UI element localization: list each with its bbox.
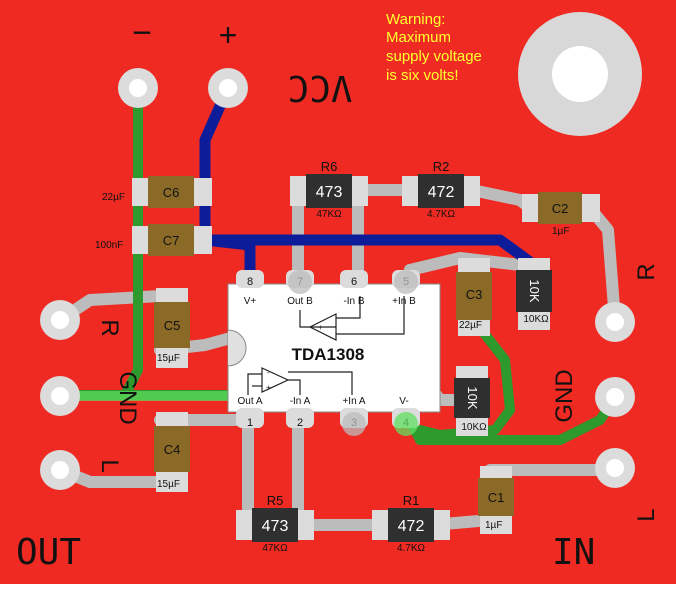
pin-label-2: -In A [290, 396, 311, 407]
out-l-label: L [96, 459, 123, 472]
c2-ref: C2 [552, 201, 569, 216]
svg-text:+: + [266, 383, 271, 392]
c1-value: 1µF [485, 520, 502, 531]
c2-value: 1µF [552, 226, 569, 237]
c5-ref: C5 [164, 318, 181, 333]
capacitor-bodies [132, 176, 600, 534]
r6-ref: R6 [321, 159, 338, 174]
warning-text: Warning: Maximum supply voltage is six v… [386, 11, 482, 84]
c5-value: 15µF [157, 353, 180, 364]
c1-ref: C1 [488, 490, 505, 505]
r-bottom-code: 10K [465, 386, 480, 409]
warning-line-1: Warning: [386, 11, 445, 28]
out-label: OUT [16, 532, 81, 573]
out-gnd-label: GND [114, 371, 141, 424]
c6-ref: C6 [163, 185, 180, 200]
pin-number-1: 1 [247, 417, 253, 429]
r1-code: 472 [398, 518, 425, 535]
round-pads [40, 68, 635, 490]
mounting-hole-center [552, 46, 608, 102]
chip-name: TDA1308 [292, 345, 365, 364]
r6-value: 47KΩ [316, 209, 342, 220]
warning-line-2: Maximum [386, 29, 451, 46]
svg-text:-: - [267, 368, 270, 377]
c6-value: 22µF [102, 192, 125, 203]
pin-label-3: +In A [342, 396, 365, 407]
c3-value: 22µF [459, 320, 482, 331]
svg-text:-: - [330, 333, 333, 342]
pad-highlights [288, 270, 418, 436]
c7-value: 100nF [95, 240, 123, 251]
r1-ref: R1 [403, 493, 420, 508]
in-r-label: R [633, 263, 660, 280]
pin-label-5: +In B [392, 296, 416, 307]
c4-ref: C4 [164, 442, 181, 457]
r5-ref: R5 [267, 493, 284, 508]
r-top-code: 10K [527, 279, 542, 302]
r2-value: 4.7KΩ [427, 209, 456, 220]
pin-label-4: V- [399, 396, 408, 407]
in-gnd-label: GND [551, 369, 578, 422]
r6-code: 473 [316, 184, 343, 201]
vcc-label: VCC [287, 67, 352, 108]
pin-label-6: -In B [343, 296, 364, 307]
c4-value: 15µF [157, 479, 180, 490]
out-r-label: R [96, 319, 123, 336]
pin-label-1: Out A [237, 396, 262, 407]
c7-ref: C7 [163, 233, 180, 248]
plus-label: + [219, 17, 238, 53]
warning-line-4: is six volts! [386, 67, 459, 84]
pin-number-6: 6 [351, 276, 357, 288]
in-label: IN [552, 532, 595, 573]
c3-ref: C3 [466, 287, 483, 302]
r2-ref: R2 [433, 159, 450, 174]
pin-number-2: 2 [297, 417, 303, 429]
r1-value: 4.7KΩ [397, 543, 426, 554]
resistor-bodies [236, 174, 552, 542]
in-l-label: L [633, 508, 660, 521]
warning-line-3: supply voltage [386, 48, 482, 65]
r-top-value: 10KΩ [523, 314, 549, 325]
pin-number-8: 8 [247, 276, 253, 288]
minus-label: − [132, 14, 152, 52]
r2-code: 472 [428, 184, 455, 201]
svg-text:+: + [318, 323, 323, 332]
r5-value: 47KΩ [262, 543, 288, 554]
r-bottom-value: 10KΩ [461, 422, 487, 433]
pin-label-8: V+ [244, 296, 257, 307]
pin-label-7: Out B [287, 296, 313, 307]
r5-code: 473 [262, 518, 289, 535]
